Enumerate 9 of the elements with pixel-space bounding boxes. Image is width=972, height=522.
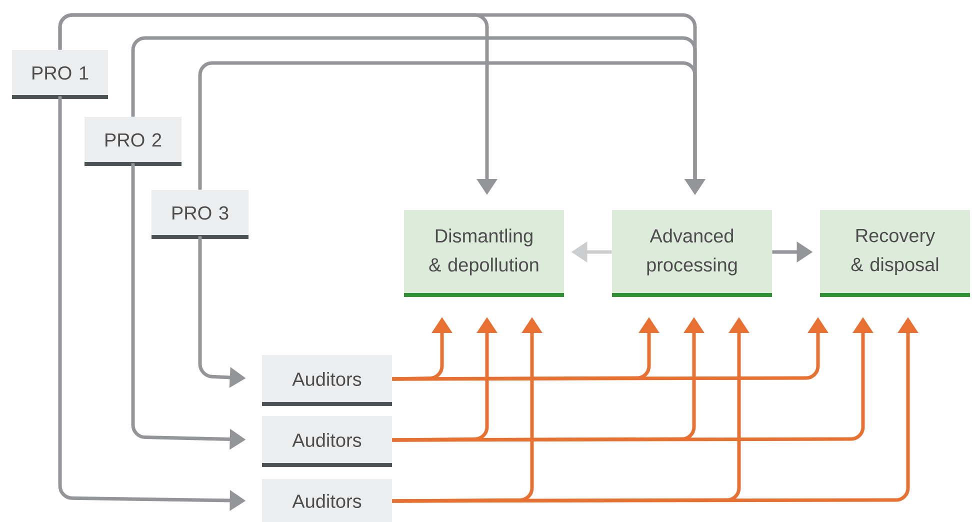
stage-box: Advanced processing xyxy=(612,210,772,297)
pro-box: PRO 3 xyxy=(152,190,248,239)
auditor-box: Auditors xyxy=(262,355,392,406)
auditor-box: Auditors xyxy=(262,416,392,467)
pro-box: PRO 2 xyxy=(84,117,182,166)
stage-box: Recovery & disposal xyxy=(820,210,970,297)
auditor-box: Auditors xyxy=(262,479,392,522)
stage-box: Dismantling & depollution xyxy=(404,210,564,297)
pro-box: PRO 1 xyxy=(12,50,108,99)
